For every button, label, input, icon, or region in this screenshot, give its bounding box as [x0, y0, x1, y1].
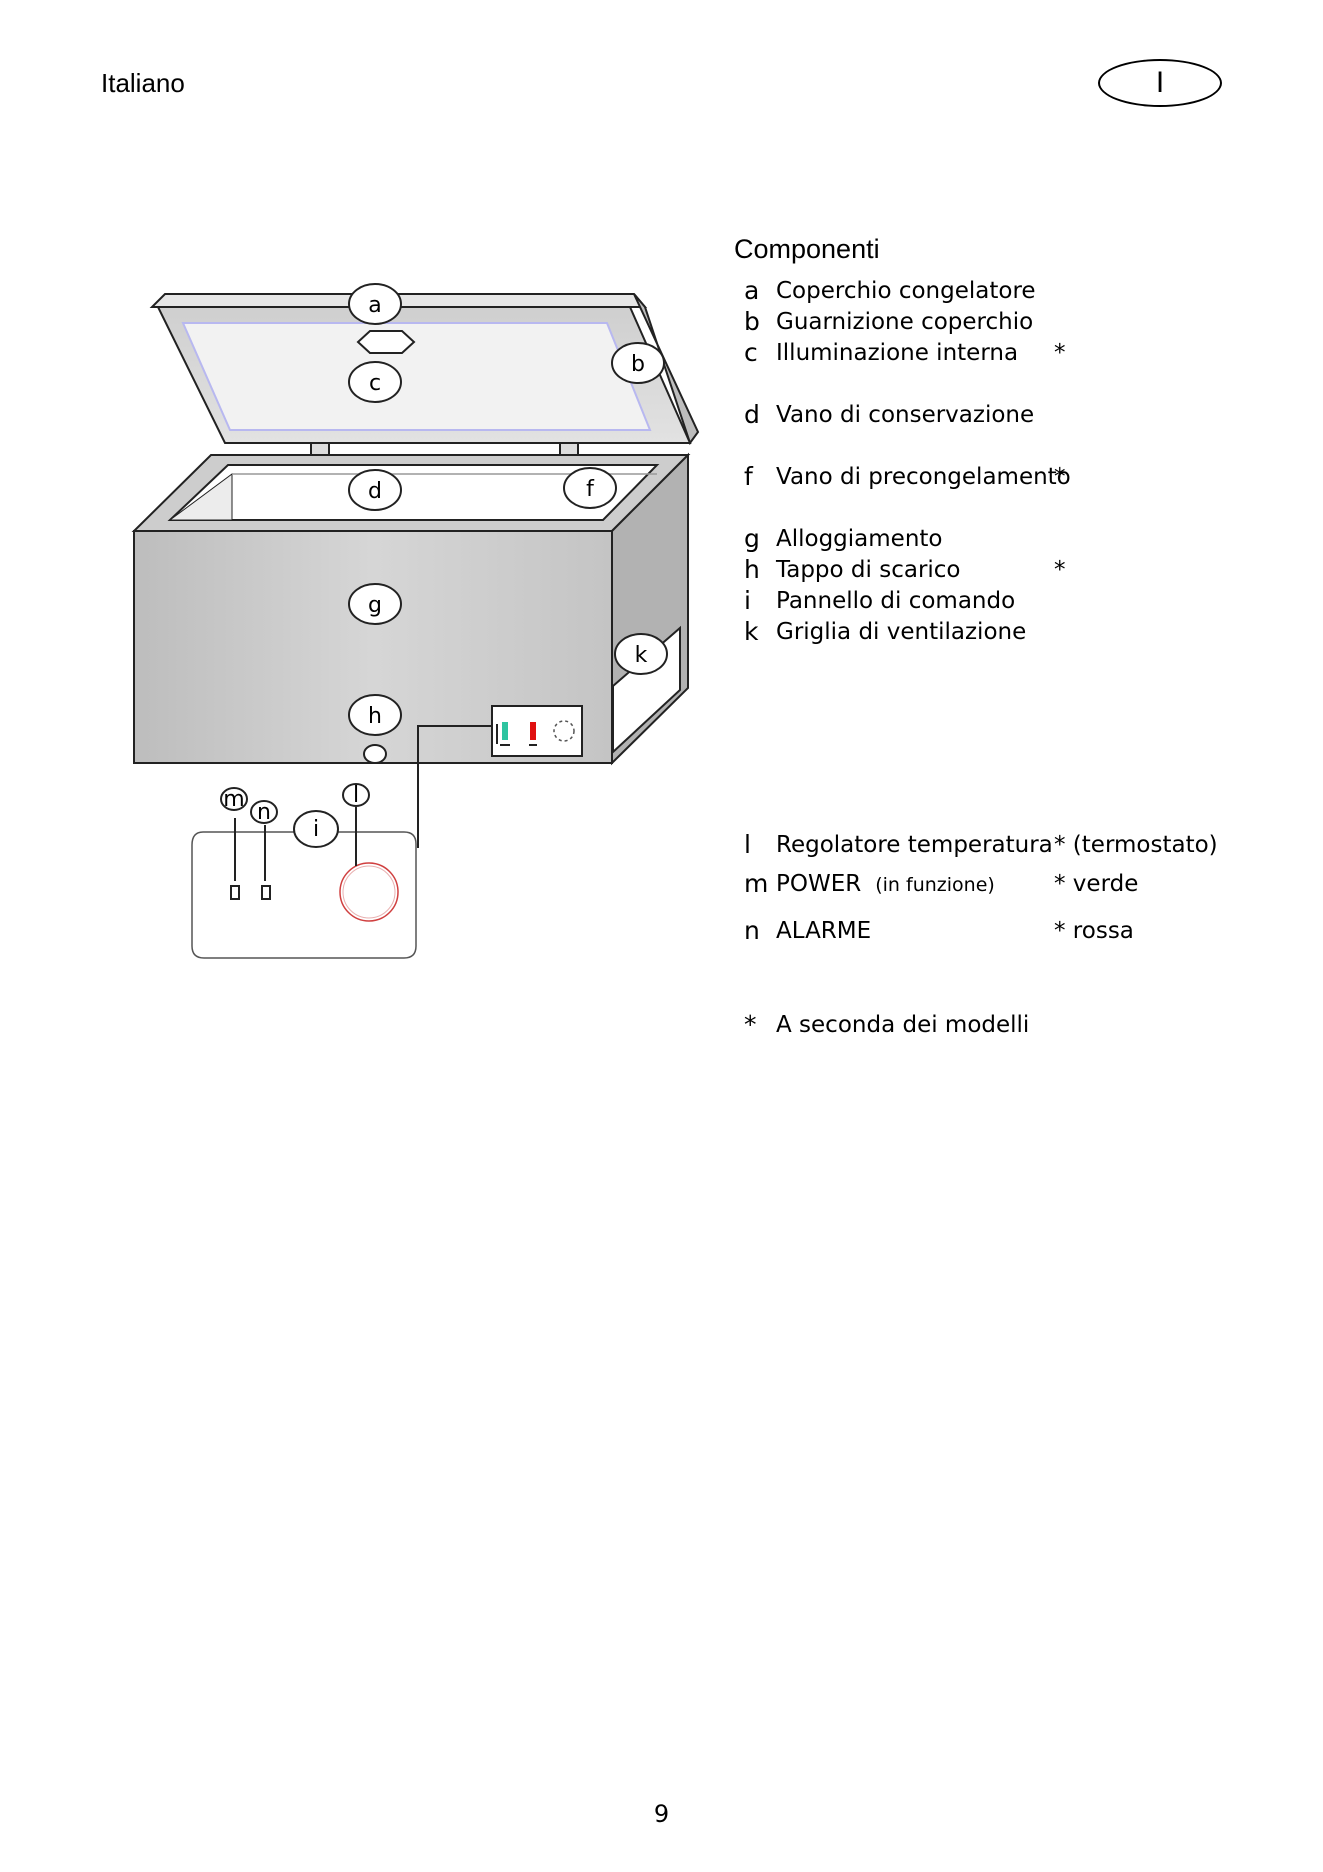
callout-l-letter: l — [353, 783, 359, 808]
legend-model-dependent-mark: * rossa — [1054, 918, 1134, 944]
legend-label: ALARME — [776, 916, 871, 946]
legend-model-dependent-mark: * — [1054, 557, 1066, 583]
legend-key: g — [744, 524, 760, 553]
legend-label-text: Regolatore temperatura — [776, 832, 1053, 858]
legend-label: Tappo di scarico — [776, 555, 961, 585]
legend-note: (in funzione) — [875, 874, 995, 896]
legend-label: Vano di precongelamento — [776, 462, 1071, 492]
callout-n-letter: n — [257, 800, 271, 825]
legend-label-text: Vano di conservazione — [776, 402, 1035, 428]
callout-i — [293, 810, 339, 848]
legend-label: Coperchio congelatore — [776, 276, 1036, 306]
section-title: Componenti — [734, 234, 880, 264]
legend-label-text: Pannello di comando — [776, 588, 1016, 614]
legend-label-text: Vano di precongelamento — [776, 464, 1071, 490]
language-badge: I — [1098, 59, 1222, 107]
dial-small — [553, 720, 575, 742]
legend-label: Regolatore temperatura — [776, 830, 1053, 860]
legend-key: n — [744, 916, 760, 945]
alarm-led-small — [530, 722, 536, 740]
callout-c-letter: c — [369, 371, 381, 396]
legend-label-text: Coperchio congelatore — [776, 278, 1036, 304]
legend-key: c — [744, 338, 758, 367]
legend-key: f — [744, 462, 753, 491]
drain-plug — [363, 744, 387, 764]
callout-m-letter: m — [223, 787, 244, 812]
interior-light-icon — [356, 330, 416, 354]
control-panel-small — [491, 705, 583, 757]
callout-l — [342, 783, 370, 807]
callout-f — [563, 467, 617, 509]
lid-gasket — [181, 322, 652, 431]
alarm-led — [261, 885, 271, 900]
callout-a-letter: a — [368, 293, 381, 318]
legend-label: Guarnizione coperchio — [776, 307, 1033, 337]
legend-label-text: ALARME — [776, 918, 872, 944]
power-led-small — [502, 722, 508, 740]
legend-label-text: POWER — [776, 871, 862, 897]
page-number: 9 — [653, 1800, 670, 1828]
callout-i-letter: i — [313, 817, 319, 842]
callout-d — [348, 469, 402, 511]
callout-g — [348, 583, 402, 625]
freezer-lid — [149, 293, 700, 446]
callout-b — [611, 342, 665, 384]
callout-m — [220, 787, 248, 811]
temperature-dial — [339, 862, 399, 922]
callout-n — [250, 800, 278, 824]
legend-label: Vano di conservazione — [776, 400, 1034, 430]
legend-label-text: Illuminazione interna — [776, 340, 1019, 366]
legend-key: l — [744, 830, 751, 859]
storage-compartment-opening — [167, 464, 660, 521]
callout-c — [348, 361, 402, 403]
callout-d-letter: d — [368, 479, 382, 504]
legend-label-text: Guarnizione coperchio — [776, 309, 1034, 335]
legend-key: h — [744, 555, 760, 584]
legend-model-dependent-mark: * verde — [1054, 871, 1139, 897]
legend-label: Alloggiamento — [776, 524, 943, 554]
lid-hinges — [310, 442, 579, 456]
footnote-text: A seconda dei modelli — [776, 1012, 1030, 1038]
legend-key: a — [744, 276, 760, 305]
legend-label-text: Tappo di scarico — [776, 557, 961, 583]
legend-label-text: Griglia di ventilazione — [776, 619, 1027, 645]
callout-a — [348, 283, 402, 325]
legend-key: d — [744, 400, 760, 429]
language-code: I — [1155, 66, 1165, 99]
legend-model-dependent-mark: * — [1054, 340, 1066, 366]
callout-k-letter: k — [635, 643, 648, 668]
legend-label: Griglia di ventilazione — [776, 617, 1026, 647]
legend-model-dependent-mark: * (termostato) — [1054, 832, 1218, 858]
legend-key: i — [744, 586, 751, 615]
legend-label-text: Alloggiamento — [776, 526, 943, 552]
diagram-callouts — [220, 283, 668, 848]
callout-g-letter: g — [368, 593, 382, 618]
legend-model-dependent-mark: * — [1054, 464, 1066, 490]
legend-key: m — [744, 869, 769, 898]
control-panel-enlarged — [191, 807, 417, 959]
callout-b-letter: b — [631, 352, 645, 377]
footnote-symbol: * — [744, 1010, 757, 1039]
callout-h — [348, 694, 402, 736]
power-led — [230, 885, 240, 900]
callout-f-letter: f — [586, 477, 595, 502]
legend-label: Pannello di comando — [776, 586, 1015, 616]
legend-label: POWER (in funzione) — [776, 869, 995, 900]
legend-key: k — [744, 617, 759, 646]
legend-label: Illuminazione interna — [776, 338, 1018, 368]
callout-k — [614, 633, 668, 675]
callout-h-letter: h — [368, 704, 382, 729]
legend-key: b — [744, 307, 760, 336]
language-label: Italiano — [101, 68, 185, 98]
